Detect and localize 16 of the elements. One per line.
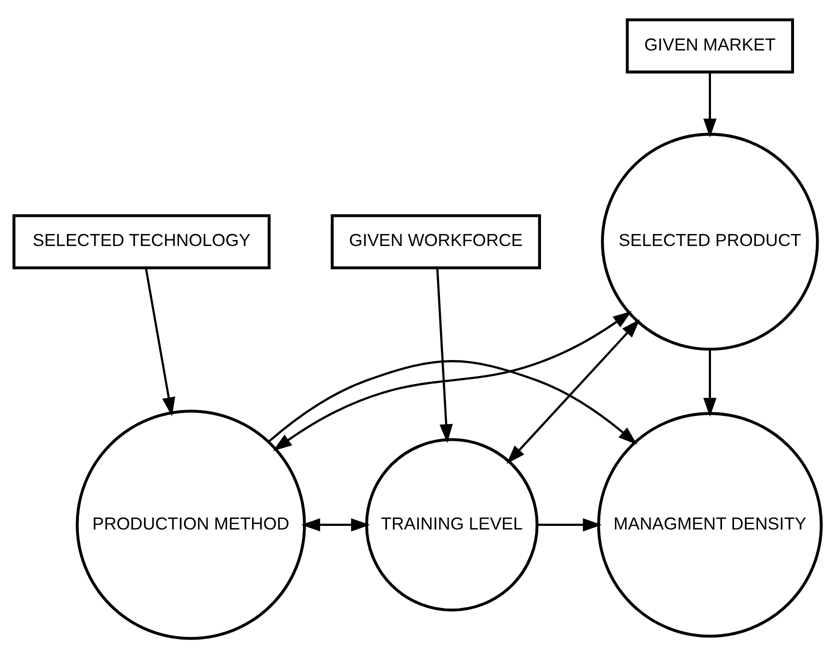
arrow (703, 72, 717, 138)
node-box: SELECTED TECHNOLOGY (12, 214, 271, 269)
arrow (301, 518, 370, 531)
arrow (144, 267, 176, 416)
arrow (537, 518, 602, 531)
node-circle: PRODUCTION METHOD (76, 409, 306, 640)
arrow (506, 318, 640, 464)
arrow (703, 349, 717, 416)
node-circle: TRAINING LEVEL (365, 438, 538, 611)
node-box: GIVEN WORKFORCE (330, 214, 541, 269)
node-circle: SELECTED PRODUCT (600, 132, 819, 350)
node-circle: MANAGMENT DENSITY (597, 412, 823, 638)
arrow (273, 310, 632, 450)
node-box: GIVEN MARKET (626, 18, 794, 73)
arrow (436, 268, 453, 443)
arrow (268, 360, 638, 444)
